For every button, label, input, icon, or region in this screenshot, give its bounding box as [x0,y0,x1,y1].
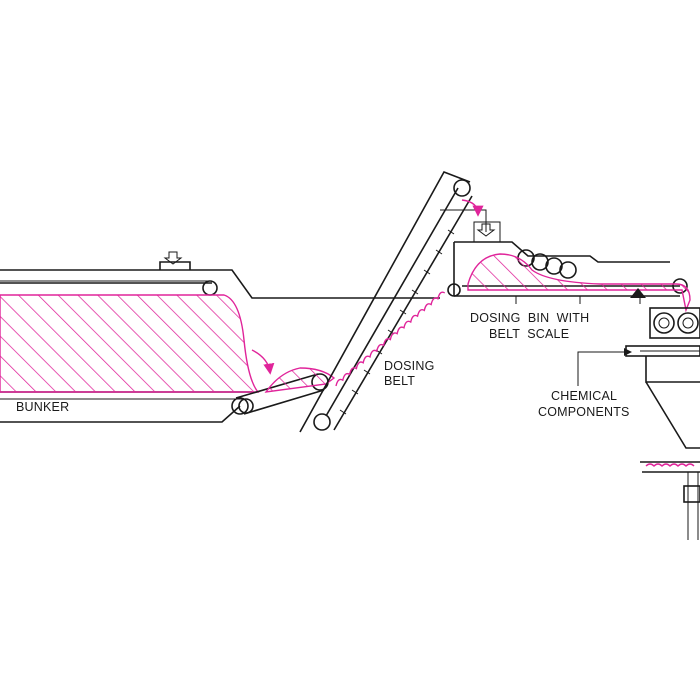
mixing-unit [625,307,700,540]
bunker [0,261,440,423]
dosing-belt-flow-arrow [461,199,484,217]
dosing-belt-upper-roller [453,179,471,197]
down-arrow-icon [163,251,183,265]
dosing-belt-material [335,291,446,387]
dosing-bin [447,221,691,313]
triangle-icon [630,288,646,298]
transfer-material [264,367,336,393]
chemical-leader [577,348,632,386]
bunker-flow-arrow [251,349,275,375]
bunker-label: BUNKER [16,400,69,414]
chemical-label-line2: COMPONENTS [538,405,630,419]
dosing-bin-material [467,253,691,313]
dosing-bin-label-line2: BELT SCALE [489,327,569,341]
bunker-material [0,294,260,393]
mixer-material [645,463,695,467]
down-arrow-icon [476,223,496,237]
dosing-belt-label-line1: DOSING [384,359,435,373]
dosing-belt [299,171,487,433]
chemical-label-line1: CHEMICAL [551,389,617,403]
dosing-bin-label-line1: DOSING BIN WITH [470,311,589,325]
dosing-belt-label-line2: BELT [384,374,415,388]
dosing-belt-lower-roller [313,413,331,431]
bunker-inlet-hopper [159,261,191,270]
